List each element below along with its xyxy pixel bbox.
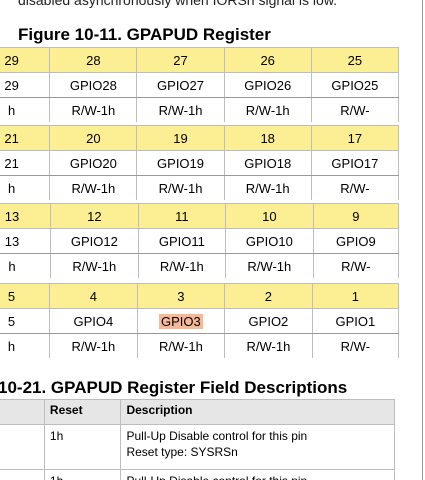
field-access: R/W-1h (49, 333, 138, 358)
description-line: Reset type: SYSRSn (126, 445, 238, 459)
field-name: GPIO25 (311, 72, 400, 98)
field-access: h (0, 333, 51, 358)
field-name: GPIO17 (311, 150, 400, 176)
field-access: R/W-1h (225, 253, 314, 278)
field-name: GPIO11 (138, 228, 227, 254)
cell-description: Pull-Up Disable control for this pin Res… (120, 424, 395, 470)
register-row-2: 21 20 19 18 17 21 GPIO20 GPIO19 GPIO18 G… (0, 125, 400, 200)
field-name: GPIO10 (225, 228, 314, 254)
preceding-text: disabled asynchronously when IORSn signa… (18, 0, 338, 8)
text-highlight: GPIO3 (159, 313, 203, 329)
field-name: GPIO18 (224, 150, 312, 176)
field-descriptions-table: pe Reset Description W 1h Pull-Up Disabl… (0, 399, 395, 480)
register-row-3: 13 12 11 10 9 13 GPIO12 GPIO11 GPIO10 GP… (0, 203, 400, 278)
field-name: 13 (0, 228, 52, 254)
field-name: 5 (0, 308, 51, 334)
bit-number: 25 (311, 47, 400, 73)
field-access: h (0, 253, 52, 278)
register-row-1: 29 28 27 26 25 29 GPIO28 GPIO27 GPIO26 G… (0, 47, 400, 122)
field-access: R/W-1h (224, 175, 312, 200)
bit-number: 3 (137, 283, 226, 309)
field-name: GPIO27 (136, 72, 225, 98)
bit-number: 4 (49, 283, 138, 309)
bit-number: 17 (311, 125, 400, 151)
field-access: R/W-1h (136, 175, 225, 200)
field-name: GPIO12 (50, 228, 139, 254)
field-table-title: 10-21. GPAPUD Register Field Description… (0, 378, 348, 397)
bit-number: 9 (313, 203, 400, 229)
field-name: GPIO28 (49, 72, 138, 98)
field-name: 21 (0, 150, 51, 176)
field-access: R/W- (312, 333, 400, 358)
column-header-type: pe (0, 399, 45, 425)
bit-number: 19 (136, 125, 225, 151)
field-name: GPIO9 (313, 228, 400, 254)
cell-reset: 1h (43, 424, 122, 470)
bit-number: 21 (0, 125, 51, 151)
field-access: R/W-1h (224, 97, 312, 122)
table-row: W 1h Pull-Up Disable control for this pi… (0, 469, 395, 480)
field-name: GPIO20 (49, 150, 138, 176)
field-access: R/W- (311, 175, 400, 200)
field-name: GPIO1 (312, 308, 400, 334)
bit-number: 18 (224, 125, 312, 151)
field-access: R/W-1h (137, 333, 226, 358)
column-header-description: Description (120, 399, 395, 425)
bit-number: 10 (225, 203, 314, 229)
field-name-highlighted: GPIO3 (137, 308, 226, 334)
cell-type: W (0, 469, 45, 480)
bit-number: 27 (136, 47, 225, 73)
viewport-edge-line (422, 0, 423, 480)
field-name: GPIO19 (136, 150, 225, 176)
cell-type: W (0, 424, 45, 470)
cell-description: Pull-Up Disable control for this pin (120, 469, 395, 480)
description-line: Pull-Up Disable control for this pin (126, 429, 308, 443)
bit-number: 5 (0, 283, 51, 309)
field-access: R/W-1h (224, 333, 313, 358)
bit-number: 26 (224, 47, 312, 73)
bit-number: 12 (50, 203, 139, 229)
field-name: GPIO26 (224, 72, 312, 98)
bit-number: 29 (0, 47, 51, 73)
column-header-reset: Reset (43, 399, 122, 425)
field-access: R/W-1h (136, 97, 225, 122)
field-access: h (0, 97, 51, 122)
bit-number: 28 (49, 47, 138, 73)
field-access: R/W-1h (50, 253, 139, 278)
figure-title: Figure 10-11. GPAPUD Register (18, 25, 271, 44)
bit-number: 1 (312, 283, 400, 309)
bit-number: 2 (224, 283, 313, 309)
cell-reset: 1h (43, 469, 122, 480)
field-access: R/W-1h (138, 253, 227, 278)
field-name: GPIO2 (224, 308, 313, 334)
field-access: R/W- (311, 97, 400, 122)
bit-number: 20 (49, 125, 138, 151)
field-name: 29 (0, 72, 51, 98)
field-access: R/W- (313, 253, 400, 278)
table-row: W 1h Pull-Up Disable control for this pi… (0, 424, 395, 470)
register-row-4: 5 4 3 2 1 5 GPIO4 GPIO3 GPIO2 GPIO1 h R/… (0, 283, 400, 358)
bit-number: 13 (0, 203, 52, 229)
field-access: R/W-1h (49, 175, 138, 200)
bit-number: 11 (138, 203, 227, 229)
field-access: h (0, 175, 51, 200)
field-access: R/W-1h (49, 97, 138, 122)
field-name: GPIO4 (49, 308, 138, 334)
field-table-header: pe Reset Description (0, 399, 395, 425)
